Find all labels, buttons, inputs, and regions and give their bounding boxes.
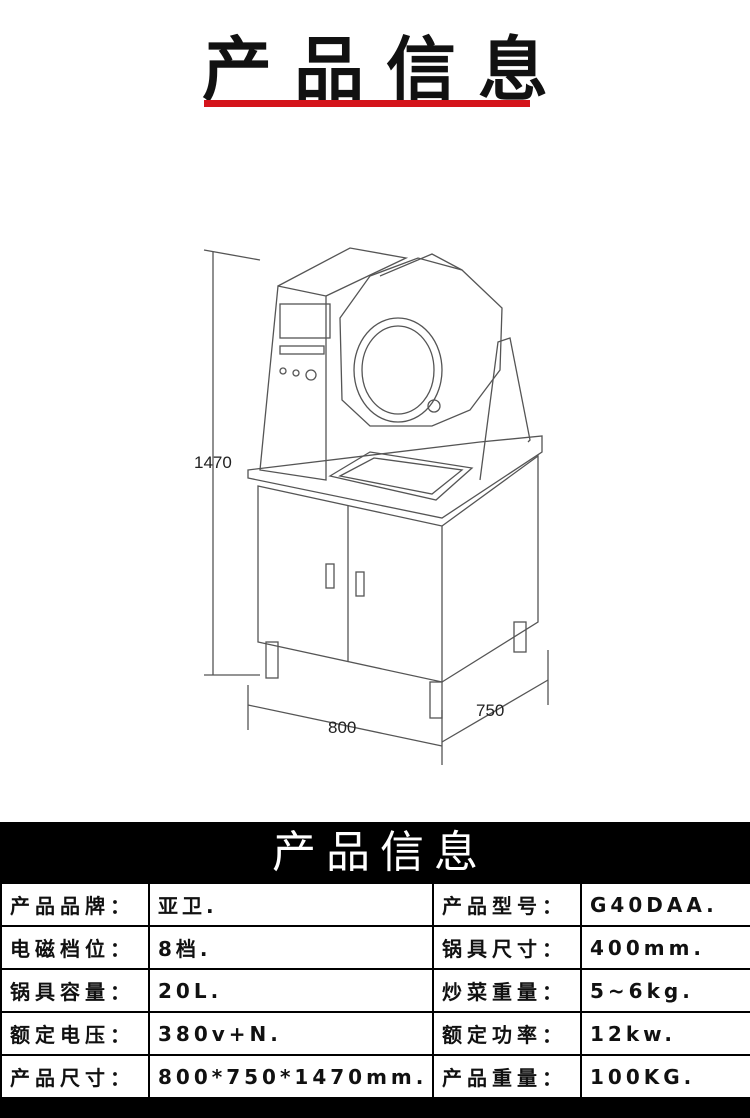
table-row: 锅具容量： 20L. 炒菜重量： 5~6kg. <box>0 968 750 1013</box>
title-block: 产品信息 <box>0 24 750 114</box>
table-row: 电磁档位： 8档. 锅具尺寸： 400mm. <box>0 925 750 970</box>
spec-key: 锅具容量： <box>0 968 150 1013</box>
width-label: 800 <box>328 718 356 737</box>
spec-value: 亚卫. <box>148 882 434 927</box>
leg-front-right <box>429 681 443 719</box>
spec-key: 产品重量： <box>432 1054 582 1099</box>
counter-top <box>247 435 543 519</box>
width-dimension-line <box>247 704 443 747</box>
cabinet-front <box>257 485 443 683</box>
spec-header: 产品信息 <box>272 827 488 878</box>
spec-key: 锅具尺寸： <box>432 925 582 970</box>
spec-key: 电磁档位： <box>0 925 150 970</box>
control-knob-3 <box>305 369 317 381</box>
control-screen <box>279 303 331 339</box>
product-drawing: 1470 800 750 <box>194 247 549 765</box>
spec-value: G40DAA. <box>580 882 750 927</box>
title-underline <box>204 100 530 107</box>
side-stand <box>479 337 531 481</box>
page-title: 产品信息 <box>202 29 570 111</box>
control-box-top <box>277 247 409 297</box>
spec-value: 20L. <box>148 968 434 1013</box>
depth-label: 750 <box>476 701 504 720</box>
control-box <box>259 285 327 481</box>
spec-section: 产品信息 产品品牌： 亚卫. 产品型号： G40DAA. 电磁档位： 8档. 锅… <box>0 822 750 1118</box>
table-row: 额定电压： 380v+N. 额定功率： 12kw. <box>0 1011 750 1056</box>
control-knob-1 <box>279 367 287 375</box>
spec-key: 炒菜重量： <box>432 968 582 1013</box>
spec-value: 380v+N. <box>148 1011 434 1056</box>
control-knob-2 <box>292 369 300 377</box>
spec-key: 产品品牌： <box>0 882 150 927</box>
spec-value: 5~6kg. <box>580 968 750 1013</box>
spec-key: 产品型号： <box>432 882 582 927</box>
spec-value: 800*750*1470mm. <box>148 1054 434 1099</box>
depth-dimension-line <box>441 679 549 743</box>
table-row: 产品品牌： 亚卫. 产品型号： G40DAA. <box>0 882 750 927</box>
drum-housing <box>339 257 503 427</box>
wok-rim-outer <box>353 317 443 423</box>
sink-outer <box>328 451 474 501</box>
leg-back-right <box>513 621 527 653</box>
spec-key: 额定功率： <box>432 1011 582 1056</box>
spec-value: 8档. <box>148 925 434 970</box>
cabinet-side <box>441 454 539 683</box>
spec-key: 产品尺寸： <box>0 1054 150 1099</box>
drum-bolt <box>427 399 441 413</box>
control-panel-strip <box>279 345 325 355</box>
left-door-handle <box>325 563 335 589</box>
spec-key: 额定电压： <box>0 1011 150 1056</box>
leg-front-left <box>265 641 279 679</box>
sink-inner <box>338 457 464 495</box>
spec-value: 100KG. <box>580 1054 750 1099</box>
wok-rim-inner <box>361 325 435 415</box>
spec-table: 产品品牌： 亚卫. 产品型号： G40DAA. 电磁档位： 8档. 锅具尺寸： … <box>0 882 750 1099</box>
table-row: 产品尺寸： 800*750*1470mm. 产品重量： 100KG. <box>0 1054 750 1099</box>
right-door-handle <box>355 571 365 597</box>
height-ext-top <box>203 249 261 261</box>
height-label: 1470 <box>194 453 232 472</box>
drum-housing-top <box>379 253 463 277</box>
spec-value: 400mm. <box>580 925 750 970</box>
spec-value: 12kw. <box>580 1011 750 1056</box>
